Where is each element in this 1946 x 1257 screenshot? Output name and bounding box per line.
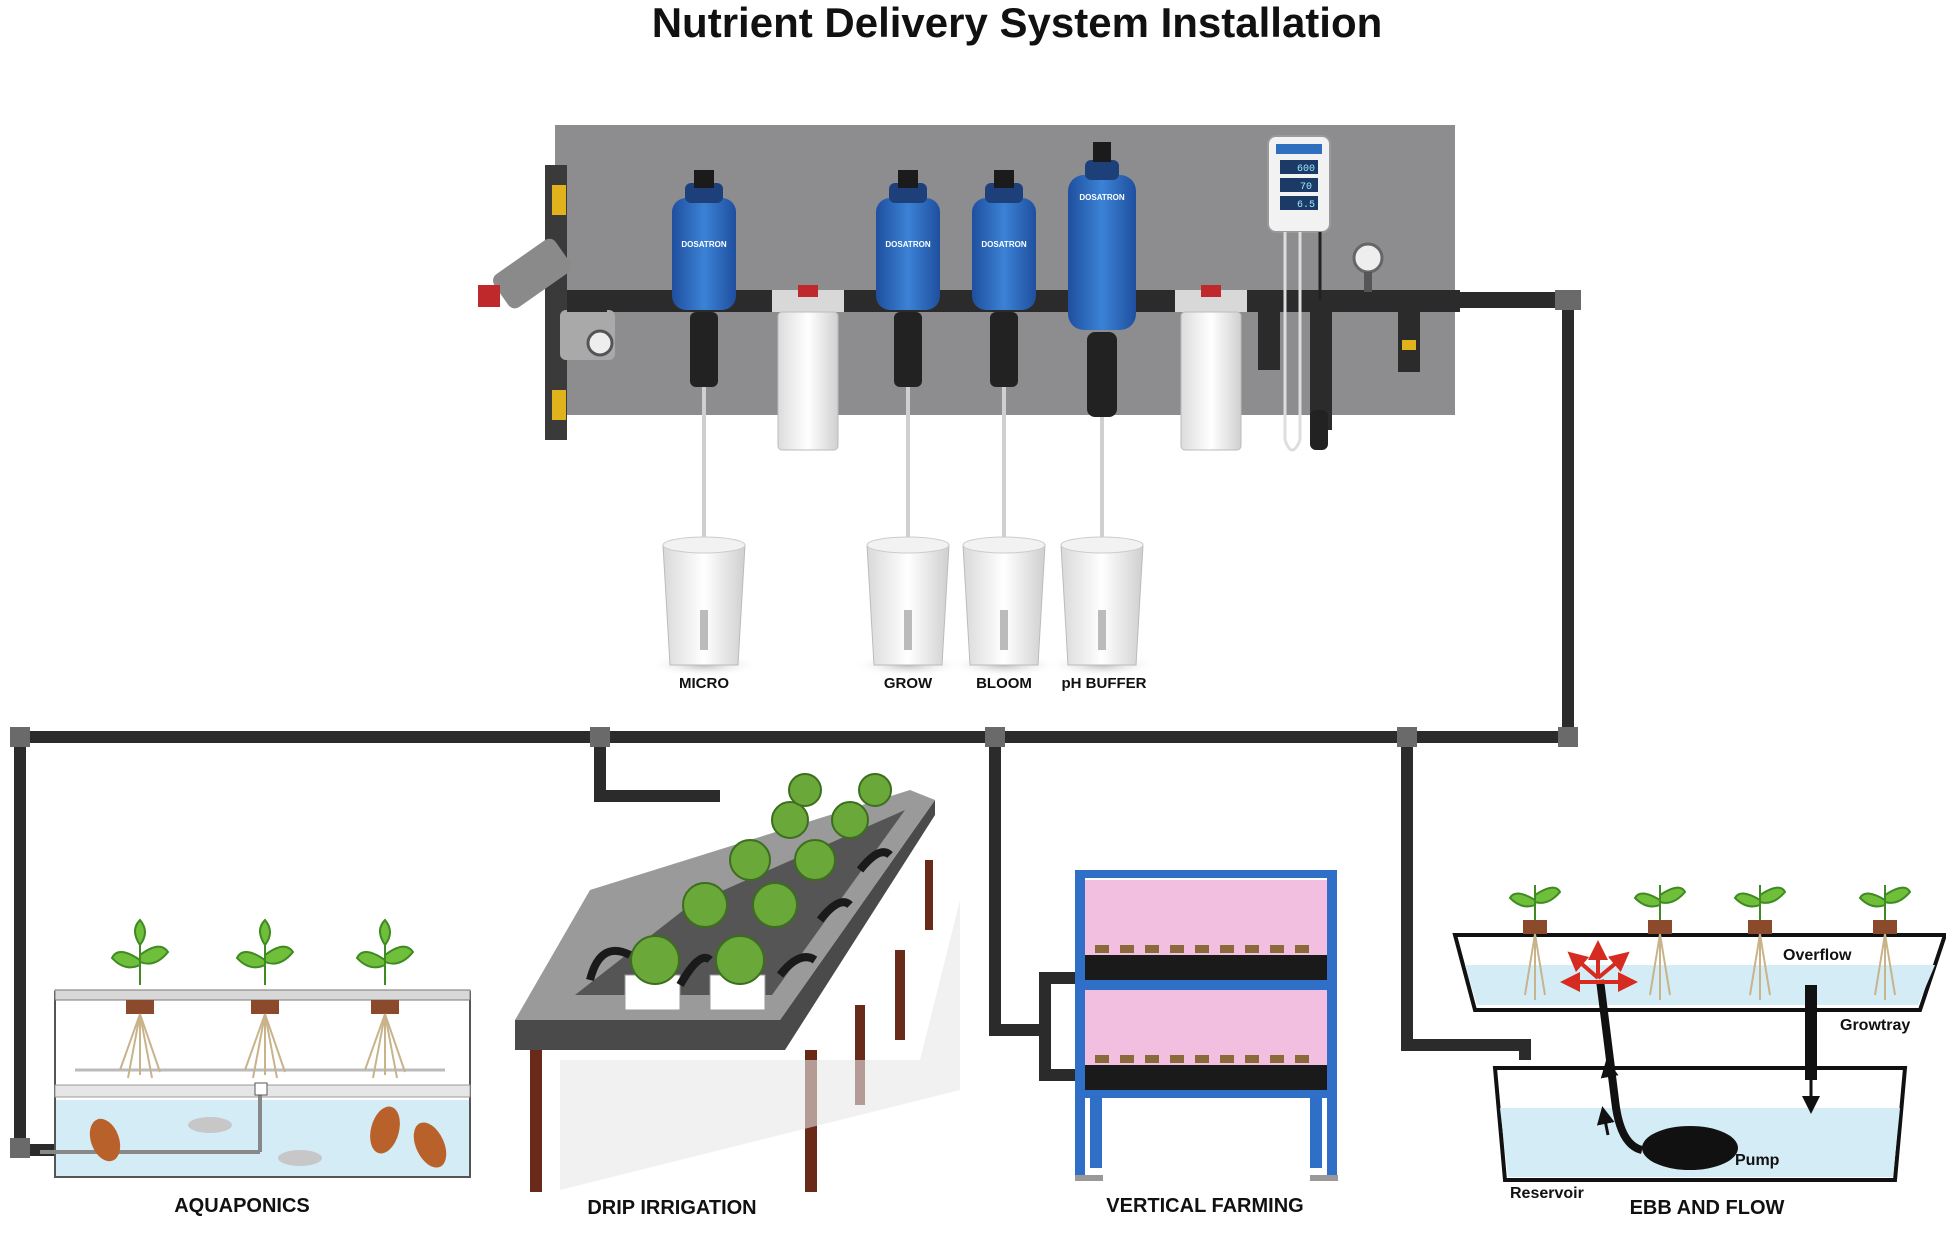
drip-irrigation-system: DRIP IRRIGATION <box>515 773 960 1219</box>
ebb-flow-pump-label: Pump <box>1735 1152 1780 1169</box>
controller-reading-ec: 600 <box>1297 164 1315 175</box>
system-label-vertical-farming: VERTICAL FARMING <box>1106 1195 1303 1217</box>
ebb-and-flow-system: Overflow Growtray Pump Reservoir EBB AND… <box>1452 885 1946 1219</box>
dosatron-ph-brand: DOSATRON <box>1079 193 1124 202</box>
water-filter-2 <box>1175 285 1247 451</box>
ebb-flow-reservoir-label: Reservoir <box>1510 1185 1584 1202</box>
bucket-label-bloom: BLOOM <box>976 675 1032 692</box>
vertical-farming-seedlings <box>1095 945 1309 1063</box>
bucket-ph-buffer: pH BUFFER <box>1047 536 1157 692</box>
system-label-aquaponics: AQUAPONICS <box>174 1195 310 1217</box>
dosatron-grow: DOSATRON <box>876 170 940 560</box>
bucket-label-ph-buffer: pH BUFFER <box>1062 675 1147 692</box>
aquaponics-plant-1 <box>110 918 170 1079</box>
system-label-drip-irrigation: DRIP IRRIGATION <box>587 1197 756 1219</box>
dosatron-micro: DOSATRON <box>672 170 736 560</box>
inlet-valve-assembly <box>478 165 615 440</box>
controller-reading-ph: 6.5 <box>1297 200 1315 211</box>
bucket-label-micro: MICRO <box>679 675 729 692</box>
pipe-joints <box>10 290 1581 1158</box>
controller-reading-temp: 70 <box>1300 182 1312 193</box>
ebb-flow-overflow-label: Overflow <box>1783 947 1852 964</box>
water-filter-1 <box>772 285 844 451</box>
aquaponics-system: AQUAPONICS <box>40 918 471 1217</box>
dosatron-ph-buffer: DOSATRON <box>1068 142 1136 560</box>
bucket-micro: MICRO <box>649 536 759 692</box>
vertical-farming-system: VERTICAL FARMING <box>1075 870 1338 1217</box>
dosatron-bloom: DOSATRON <box>972 170 1036 560</box>
ebb-flow-arrows <box>1560 940 1638 992</box>
ebb-flow-growtray-label: Growtray <box>1840 1017 1910 1034</box>
aquaponics-plant-2 <box>235 918 295 1079</box>
bucket-grow: GROW <box>853 536 963 692</box>
dosatron-grow-brand: DOSATRON <box>885 240 930 249</box>
system-label-ebb-and-flow: EBB AND FLOW <box>1630 1197 1785 1219</box>
ebb-flow-plants <box>1508 885 1912 1000</box>
bucket-bloom: BLOOM <box>949 536 1059 692</box>
aquaponics-fish <box>89 1106 447 1168</box>
drip-irrigation-plants <box>630 773 892 985</box>
diagram-title: Nutrient Delivery System Installation <box>652 0 1383 46</box>
pressure-gauge-assembly <box>1352 242 1420 372</box>
dosatron-bloom-brand: DOSATRON <box>981 240 1026 249</box>
dosatron-micro-brand: DOSATRON <box>681 240 726 249</box>
bucket-label-grow: GROW <box>884 675 933 692</box>
ec-ph-controller: 600 70 6.5 <box>1258 135 1332 452</box>
aquaponics-plant-3 <box>355 918 415 1079</box>
